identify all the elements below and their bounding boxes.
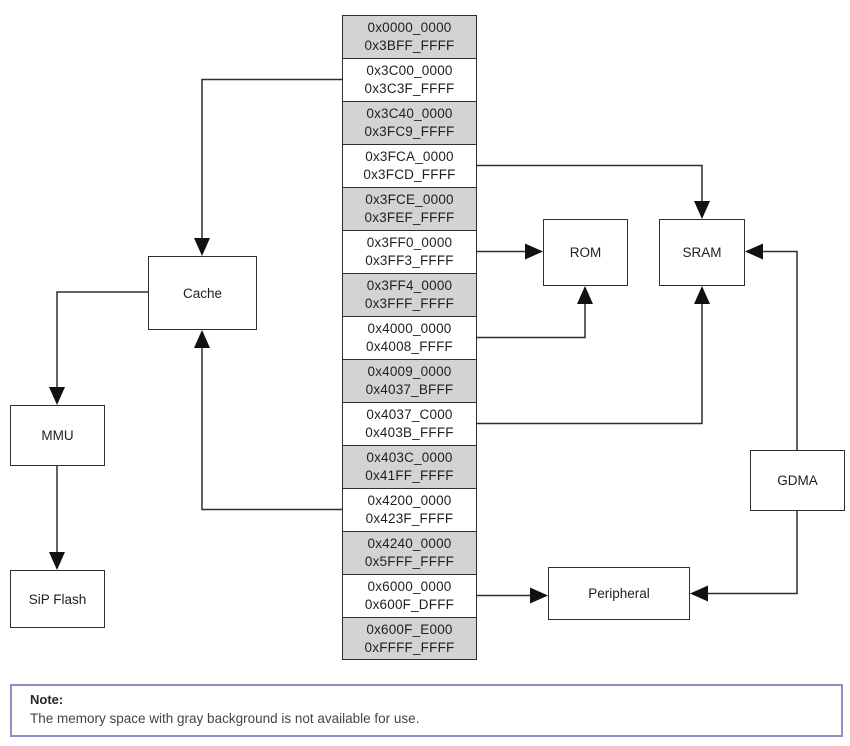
memory-region-row: 0x3C40_0000 0x3FC9_FFFF (342, 101, 477, 144)
peripheral-box: Peripheral (548, 567, 690, 620)
sip-flash-label: SiP Flash (28, 591, 87, 607)
region-start-address: 0x0000_0000 (367, 20, 452, 35)
memory-region-row: 0x4037_C000 0x403B_FFFF (342, 402, 477, 445)
memory-region-row: 0x6000_0000 0x600F_DFFF (342, 574, 477, 617)
connector-cache-to-mmu (49, 291, 148, 405)
region-end-address: 0x3FC9_FFFF (364, 124, 455, 139)
region-end-address: 0x5FFF_FFFF (364, 554, 455, 569)
sram-box: SRAM (659, 219, 745, 286)
cache-label: Cache (182, 285, 223, 301)
region-start-address: 0x4000_0000 (367, 321, 452, 336)
mmu-box: MMU (10, 405, 105, 466)
memory-region-row: 0x3FF0_0000 0x3FF3_FFFF (342, 230, 477, 273)
peripheral-label: Peripheral (588, 586, 650, 601)
connector-row6-to-rom-left (477, 243, 543, 260)
connector-gdma-to-peripheral-right (690, 511, 798, 602)
connector-row4-to-sram-top (477, 164, 710, 219)
connector-row2-to-cache-top (194, 78, 342, 256)
memory-region-row: 0x0000_0000 0x3BFF_FFFF (342, 15, 477, 58)
note-body: The memory space with gray background is… (30, 711, 420, 726)
rom-label: ROM (569, 245, 602, 260)
region-end-address: 0x600F_DFFF (364, 597, 455, 612)
gdma-box: GDMA (750, 450, 845, 511)
region-start-address: 0x4037_C000 (366, 407, 453, 422)
memory-region-row: 0x4200_0000 0x423F_FFFF (342, 488, 477, 531)
region-start-address: 0x3FF0_0000 (366, 235, 453, 250)
cache-box: Cache (148, 256, 257, 330)
connector-gdma-to-sram-right (745, 243, 798, 450)
region-end-address: 0x403B_FFFF (365, 425, 454, 440)
connector-mmu-to-sipflash (49, 466, 65, 570)
region-start-address: 0x3C00_0000 (366, 63, 453, 78)
region-start-address: 0x403C_0000 (366, 450, 453, 465)
region-start-address: 0x3FCA_0000 (365, 149, 454, 164)
memory-region-row: 0x3FF4_0000 0x3FFF_FFFF (342, 273, 477, 316)
note-title: Note: (30, 692, 64, 707)
region-end-address: 0x3C3F_FFFF (364, 81, 455, 96)
region-end-address: 0x3FFF_FFFF (364, 296, 455, 311)
region-end-address: 0x4008_FFFF (366, 339, 453, 354)
connector-row8-to-rom-bottom (477, 286, 593, 339)
mmu-label: MMU (41, 428, 74, 443)
rom-box: ROM (543, 219, 628, 286)
region-start-address: 0x3FF4_0000 (366, 278, 453, 293)
region-start-address: 0x3C40_0000 (366, 106, 453, 121)
memory-region-row: 0x3FCE_0000 0x3FEF_FFFF (342, 187, 477, 230)
memory-region-row: 0x3C00_0000 0x3C3F_FFFF (342, 58, 477, 101)
region-start-address: 0x6000_0000 (367, 579, 452, 594)
memory-region-row: 0x4240_0000 0x5FFF_FFFF (342, 531, 477, 574)
region-start-address: 0x600F_E000 (366, 621, 453, 637)
region-start-address: 0x3FCE_0000 (365, 192, 454, 207)
region-end-address: 0x3BFF_FFFF (364, 38, 455, 53)
connector-row12-to-cache-bottom (194, 330, 342, 511)
memory-stack: 0x0000_0000 0x3BFF_FFFF 0x3C00_0000 0x3C… (342, 15, 477, 660)
region-end-address: 0x423F_FFFF (365, 511, 454, 526)
gdma-label: GDMA (777, 473, 818, 488)
region-end-address: 0x4037_BFFF (365, 382, 454, 397)
region-end-address: 0xFFFF_FFFF (364, 639, 455, 655)
connector-row10-to-sram-bottom (477, 286, 710, 425)
region-end-address: 0x3FEF_FFFF (364, 210, 455, 225)
memory-region-row: 0x600F_E000 0xFFFF_FFFF (342, 617, 477, 660)
region-end-address: 0x41FF_FFFF (365, 468, 454, 483)
region-end-address: 0x3FCD_FFFF (363, 167, 456, 182)
memory-region-row: 0x3FCA_0000 0x3FCD_FFFF (342, 144, 477, 187)
memory-region-row: 0x4000_0000 0x4008_FFFF (342, 316, 477, 359)
region-start-address: 0x4240_0000 (367, 536, 452, 551)
connector-row14-to-peripheral-left (477, 587, 548, 604)
sram-label: SRAM (682, 245, 722, 260)
region-end-address: 0x3FF3_FFFF (365, 253, 454, 268)
sip-flash-box: SiP Flash (10, 570, 105, 628)
memory-region-row: 0x4009_0000 0x4037_BFFF (342, 359, 477, 402)
memory-region-row: 0x403C_0000 0x41FF_FFFF (342, 445, 477, 488)
note-box: Note: The memory space with gray backgro… (10, 684, 843, 737)
region-start-address: 0x4200_0000 (367, 493, 452, 508)
region-start-address: 0x4009_0000 (367, 364, 452, 379)
